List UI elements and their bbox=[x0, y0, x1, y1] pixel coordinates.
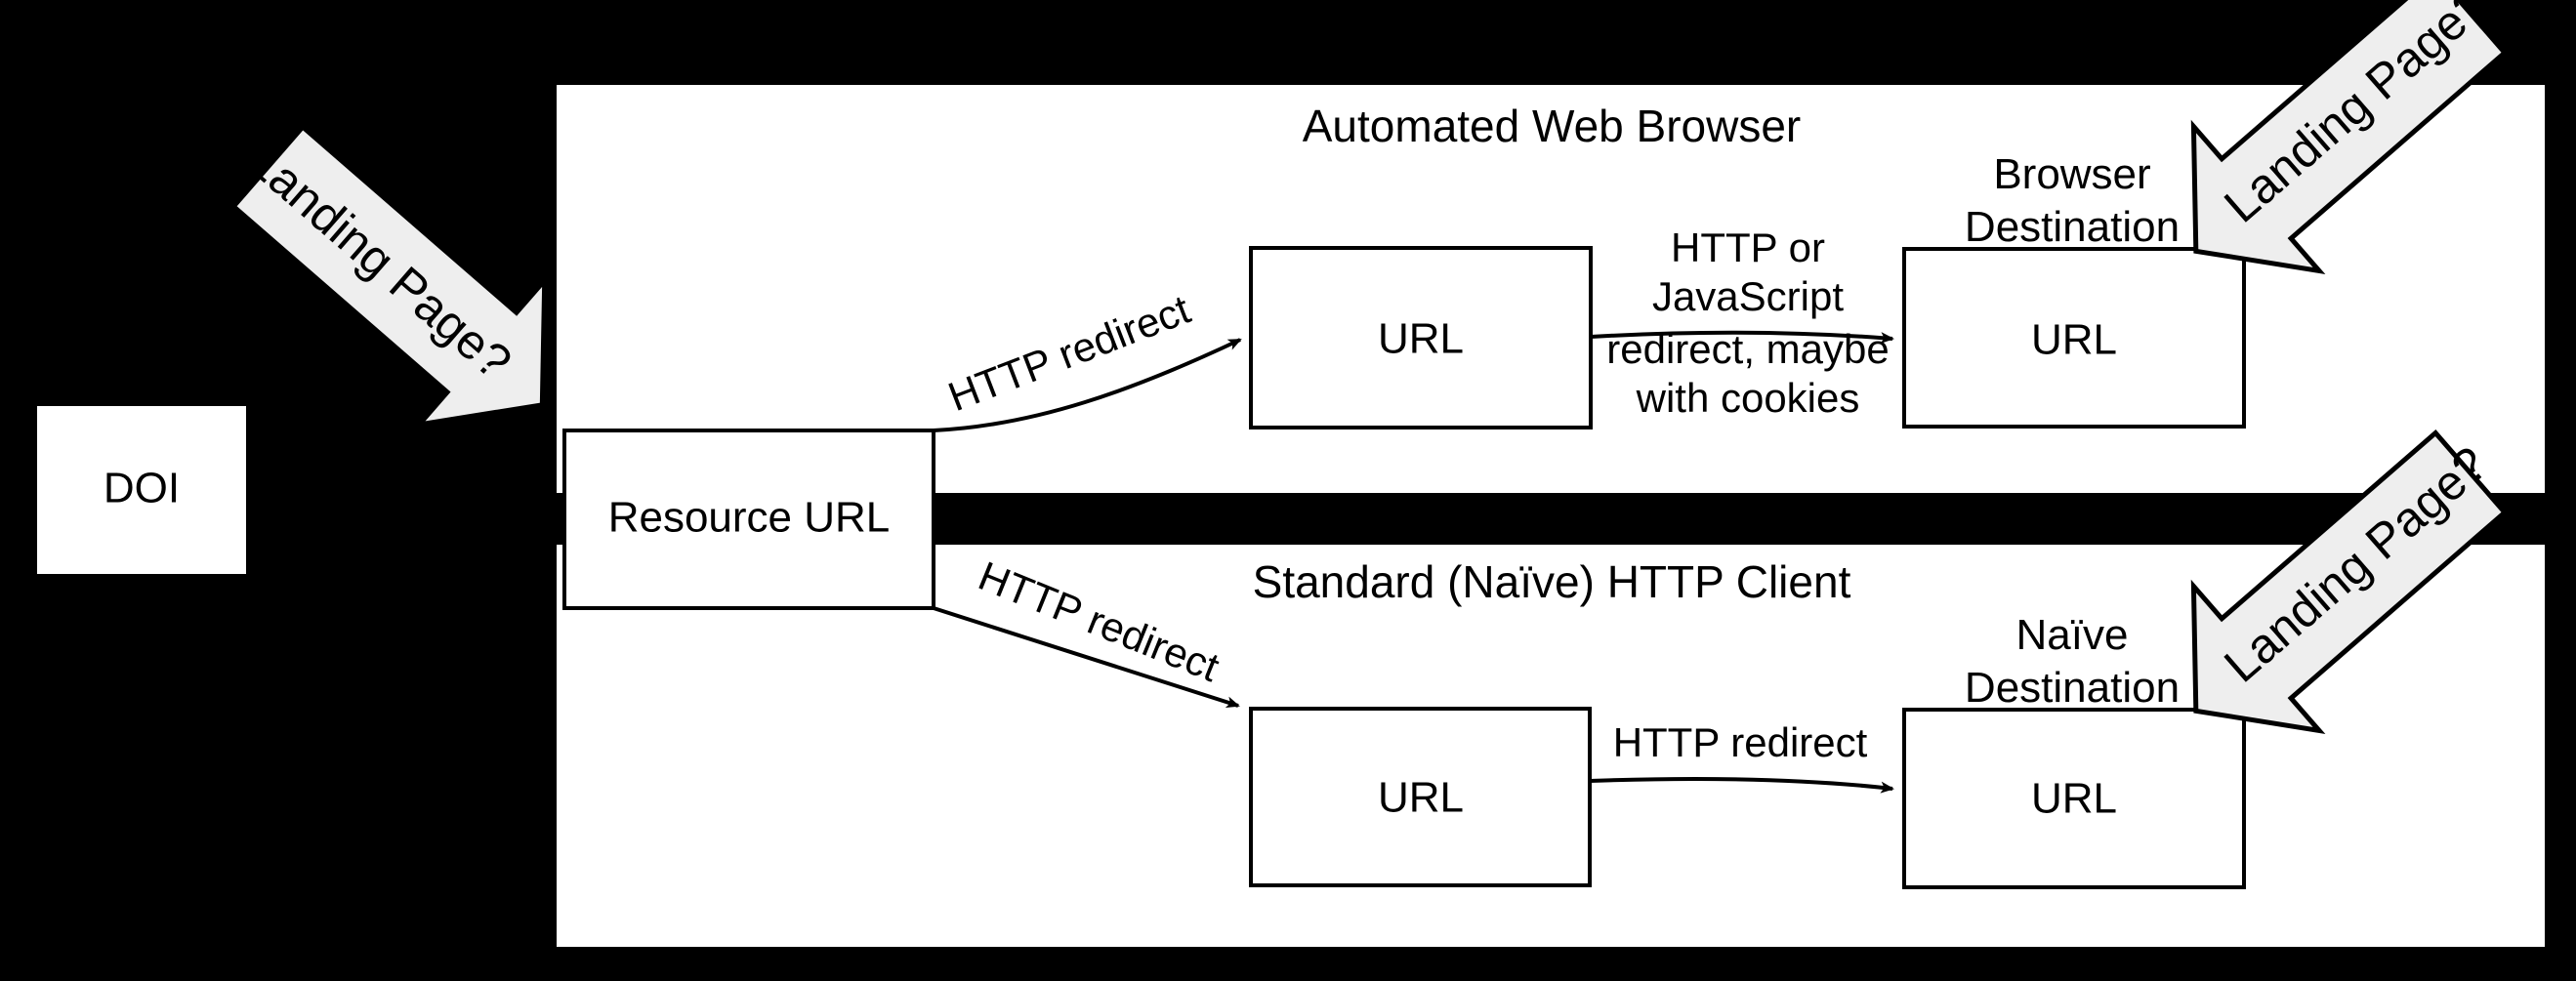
naive-url-2-box[interactable] bbox=[1902, 708, 2246, 889]
edge-naive-url-to-destination bbox=[1589, 777, 1894, 794]
naive-destination-label-line2: Destination bbox=[1965, 664, 2180, 712]
edge-browser-redirect-line4: with cookies bbox=[1636, 375, 1860, 421]
edge-browser-redirect-line2: JavaScript bbox=[1652, 273, 1844, 319]
naive-url-1-box[interactable] bbox=[1249, 707, 1592, 887]
panel-naive-title: Standard (Naïve) HTTP Client bbox=[1253, 556, 1851, 607]
naive-url-2-label: URL bbox=[2031, 775, 2117, 823]
browser-url-2-box[interactable] bbox=[1902, 247, 2246, 429]
browser-url-1-label: URL bbox=[1378, 315, 1464, 363]
edge-resource-to-browser-url bbox=[933, 338, 1242, 432]
browser-url-1-box[interactable] bbox=[1249, 246, 1593, 429]
resource-url-node-label: Resource URL bbox=[608, 494, 891, 542]
naive-url-1-label: URL bbox=[1378, 774, 1464, 822]
browser-destination-label-line2: Destination bbox=[1965, 203, 2180, 251]
browser-url-2-label: URL bbox=[2031, 316, 2117, 364]
browser-destination-label-line1: Browser bbox=[1993, 150, 2150, 198]
edge-browser-redirect-line3: redirect, maybe bbox=[1606, 326, 1889, 372]
naive-destination-label-line1: Naïve bbox=[2016, 611, 2129, 659]
callout-resource-landing-page: Landing Page? bbox=[229, 123, 548, 429]
resource-url-node-box[interactable] bbox=[562, 429, 935, 610]
edge-browser-url-to-destination bbox=[1590, 330, 1894, 345]
doi-node-box[interactable] bbox=[33, 402, 250, 578]
callout-arrow-label: Landing Page? bbox=[238, 133, 522, 389]
edge-browser-redirect-line1: HTTP or bbox=[1671, 225, 1825, 270]
callout-arrow-shape bbox=[2190, 0, 2509, 275]
callout-arrow-shape bbox=[229, 123, 548, 429]
doi-node-label: DOI bbox=[104, 465, 180, 512]
edge-resource-to-naive-url bbox=[933, 606, 1240, 709]
edge-naive-url-to-destination-label: HTTP redirect bbox=[1613, 719, 1868, 765]
callout-arrow-shape bbox=[2190, 429, 2509, 735]
panel-browser-title: Automated Web Browser bbox=[1303, 101, 1802, 151]
